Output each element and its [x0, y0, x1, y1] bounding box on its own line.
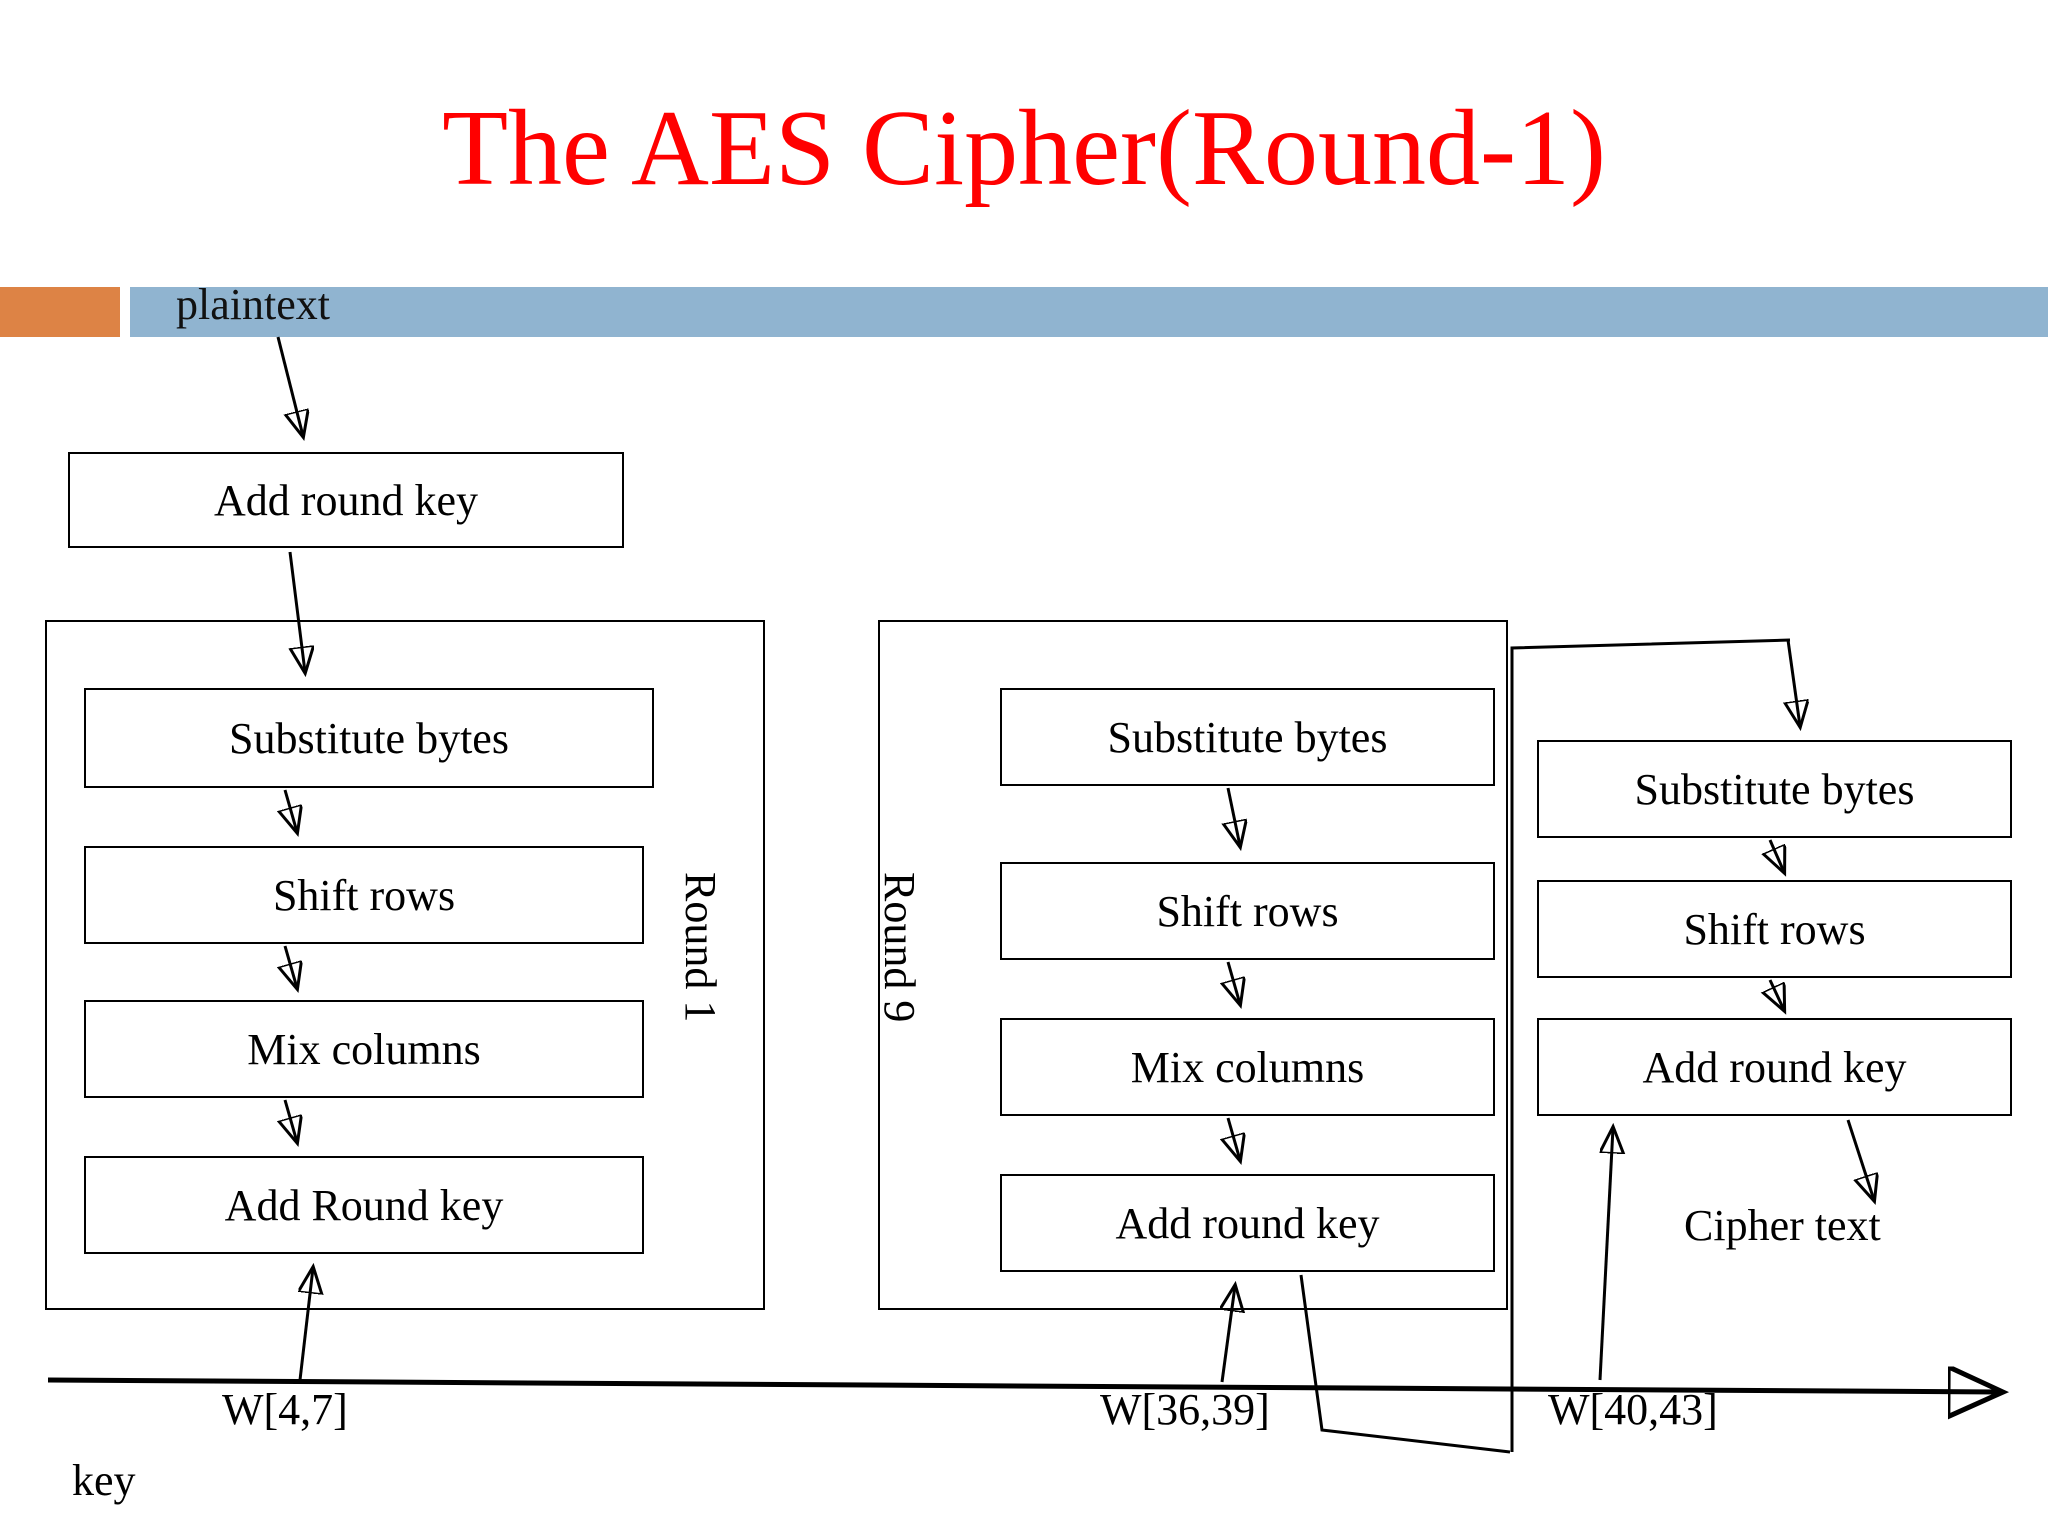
plaintext-label: plaintext — [176, 279, 330, 330]
round1-step-add-round-key[interactable]: Add Round key — [84, 1156, 644, 1254]
key-tick-label-w40-43: W[40,43] — [1548, 1385, 1718, 1434]
arrow-final-addkey-to-cipher-text — [1846, 1119, 1874, 1200]
final-step-add-round-key[interactable]: Add round key — [1537, 1018, 2012, 1116]
plaintext-text: plaintext — [176, 280, 330, 329]
banner-bar — [130, 287, 2048, 337]
round9-step-shift-rows[interactable]: Shift rows — [1000, 862, 1495, 960]
arrow-final-shift-to-addkey — [1770, 979, 1784, 1010]
key-tick-label-w36-39: W[36,39] — [1100, 1385, 1270, 1434]
arrow-plaintext-to-initial-key — [276, 336, 303, 436]
cipher-text-label: Cipher text — [1684, 1201, 1881, 1250]
arrow-w40-43-to-final-addkey — [1598, 1128, 1613, 1381]
final-step-substitute-bytes[interactable]: Substitute bytes — [1537, 740, 2012, 838]
group-round-9 — [878, 620, 1508, 1310]
key-axis-label: key — [72, 1456, 136, 1505]
round9-step-substitute-bytes[interactable]: Substitute bytes — [1000, 688, 1495, 786]
round9-step-add-round-key[interactable]: Add round key — [1000, 1174, 1495, 1272]
round1-step-shift-rows[interactable]: Shift rows — [84, 846, 644, 944]
round1-step-mix-columns[interactable]: Mix columns — [84, 1000, 644, 1098]
group-round-9-label: Round 9 — [875, 872, 924, 1023]
round1-step-substitute-bytes[interactable]: Substitute bytes — [84, 688, 654, 788]
group-round-1 — [45, 620, 765, 1310]
round9-step-mix-columns[interactable]: Mix columns — [1000, 1018, 1495, 1116]
arrow-final-sub-to-shift — [1770, 839, 1784, 872]
banner-accent-block — [0, 287, 120, 337]
page-title: The AES Cipher(Round-1) — [442, 89, 1606, 208]
step-initial-add-round-key[interactable]: Add round key — [68, 452, 624, 548]
arrow-into-final-substitute-bytes — [1788, 639, 1800, 726]
final-step-shift-rows[interactable]: Shift rows — [1537, 880, 2012, 978]
key-tick-label-w4-7: W[4,7] — [222, 1385, 348, 1434]
group-round-1-label: Round 1 — [676, 872, 725, 1023]
